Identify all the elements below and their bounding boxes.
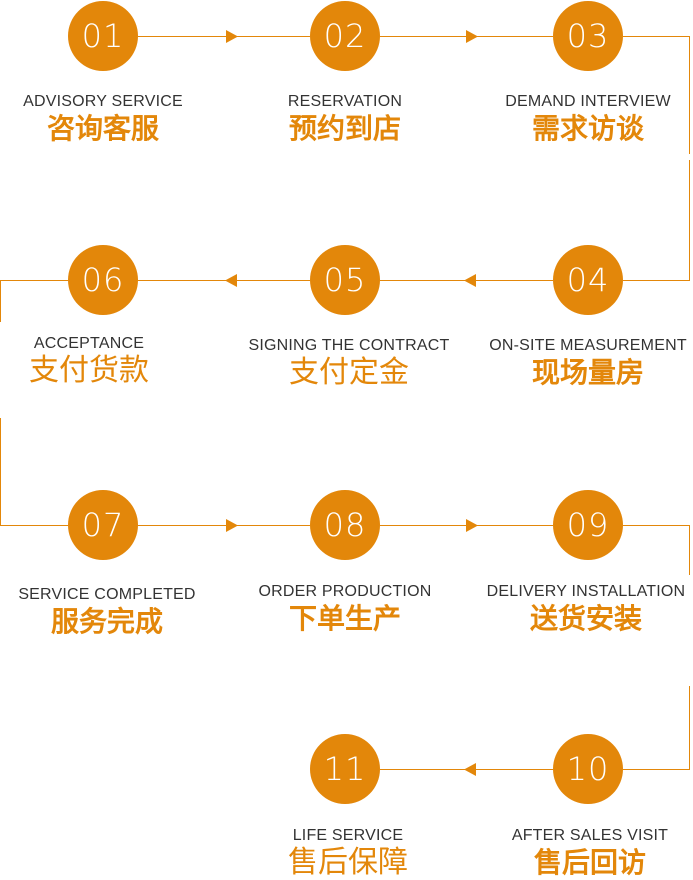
step-title-cn: 服务完成 [50,606,163,637]
connector-03-04-lower [623,160,690,281]
step-circle-05: 05 [310,245,380,315]
step-title-cn: 需求访谈 [531,113,644,144]
step-title-cn: 送货安装 [529,603,642,634]
step-title-en: ON-SITE MEASUREMENT [489,337,687,354]
step-circle-07: 07 [68,490,138,560]
step-label-03: DEMAND INTERVIEW 需求访谈 [468,92,693,146]
step-label-07: SERVICE COMPLETED 服务完成 [0,585,227,639]
step-title-cn: 预约到店 [288,113,401,144]
step-label-01: ADVISORY SERVICE 咨询客服 [0,92,223,146]
step-circle-11: 11 [310,734,380,804]
step-title-cn: 支付货款 [29,354,149,387]
connector-09-10-lower [623,686,690,770]
step-title-cn: 咨询客服 [46,113,159,144]
left-arrow-icon [464,763,476,776]
step-label-09: DELIVERY INSTALLATION 送货安装 [466,582,693,636]
step-circle-08: 08 [310,490,380,560]
step-label-05: SIGNING THE CONTRACT 支付定金 [229,336,469,390]
step-title-cn: 售后回访 [533,847,646,878]
step-title-en: SERVICE COMPLETED [18,586,196,603]
step-title-en: LIFE SERVICE [292,827,404,844]
step-title-cn: 现场量房 [531,357,644,388]
step-title-en: DEMAND INTERVIEW [505,93,671,110]
step-title-cn: 售后保障 [288,846,408,879]
step-circle-10: 10 [553,734,623,804]
step-title-cn: 下单生产 [288,603,401,634]
step-circle-03: 03 [553,1,623,71]
step-title-en: AFTER SALES VISIT [511,827,669,844]
step-title-en: ACCEPTANCE [33,335,145,352]
connector-06-07-lower [0,418,68,526]
step-label-02: RESERVATION 预约到店 [225,92,465,146]
step-label-10: AFTER SALES VISIT 售后回访 [470,826,693,880]
step-label-06: ACCEPTANCE 支付货款 [0,334,209,388]
left-arrow-icon [225,274,237,287]
step-title-en: ADVISORY SERVICE [23,93,183,110]
connector-03-04 [623,36,690,154]
step-title-en: ORDER PRODUCTION [258,583,432,600]
connector-09-10 [623,525,690,575]
right-arrow-icon [226,30,238,43]
right-arrow-icon [466,519,478,532]
connector-06-07 [0,280,68,322]
step-circle-02: 02 [310,1,380,71]
right-arrow-icon [226,519,238,532]
left-arrow-icon [464,274,476,287]
step-circle-01: 01 [68,1,138,71]
step-label-08: ORDER PRODUCTION 下单生产 [225,582,465,636]
step-label-04: ON-SITE MEASUREMENT 现场量房 [468,336,693,390]
step-title-en: SIGNING THE CONTRACT [248,337,450,354]
step-circle-09: 09 [553,490,623,560]
right-arrow-icon [466,30,478,43]
step-title-en: DELIVERY INSTALLATION [486,583,686,600]
step-title-cn: 支付定金 [289,356,409,389]
step-title-en: RESERVATION [287,93,403,110]
step-circle-04: 04 [553,245,623,315]
step-label-11: LIFE SERVICE 售后保障 [228,826,468,880]
step-circle-06: 06 [68,245,138,315]
